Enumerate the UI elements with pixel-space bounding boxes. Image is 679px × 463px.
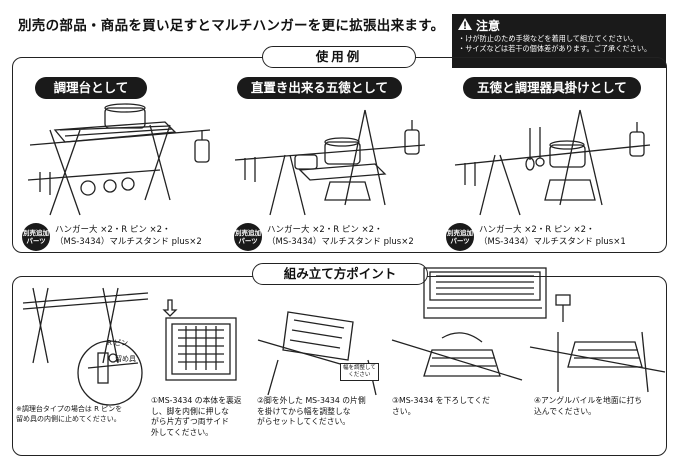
width-adjust-label: 幅を調整して ください	[340, 363, 379, 381]
usage-section-title-3: 五徳と調理器具掛けとして	[463, 77, 641, 99]
assembly-note: ※調理台タイプの場合は R ピンを 留め具の内側に止めてください。	[16, 405, 123, 423]
step1-illustration	[162, 299, 237, 381]
step3-illustration	[391, 332, 523, 381]
trivet-hanger-illustration	[454, 109, 651, 216]
step4-illustration	[529, 294, 666, 393]
assembly-step-4: ④アングルバイルを地面に打ち 込んでください。	[534, 396, 643, 416]
assembly-step-2: ②脚を外した MS-3434 の片側 を掛けてから幅を調整しな がらセットしてく…	[257, 396, 366, 426]
usage-section-title-1: 調理台として	[35, 77, 147, 99]
clasp-label: 留め具	[115, 355, 136, 363]
leg-detail-illustration	[22, 287, 149, 406]
optional-parts-badge-3: 別売追加パーツ	[446, 223, 474, 251]
assembly-step-3: ③MS-3434 を下ろしてくだ さい。	[392, 396, 490, 416]
trivet-illustration	[234, 109, 426, 216]
caution-line-2: ・サイズなどは若干の個体差があります。ご了承ください。	[458, 44, 652, 53]
usage-section-title-2: 直置き出来る五徳として	[237, 77, 402, 99]
caution-line-1: ・けが防止のため手袋などを着用して組立てください。	[458, 34, 638, 43]
optional-parts-badge-1: 別売追加パーツ	[22, 223, 50, 251]
warning-icon	[458, 18, 472, 33]
cooking-table-illustration	[27, 103, 211, 216]
headline: 別売の部品・商品を買い足すとマルチハンガーを更に拡張出来ます。	[18, 18, 445, 34]
caution-box: 注意 ・けが防止のため手袋などを着用して組立てください。 ・サイズなどは若干の個…	[452, 14, 666, 68]
usage-parts-1: ハンガー大 ×2・R ピン ×2・ （MS-3434）マルチスタンド plus×…	[55, 225, 202, 247]
assembly-title: 組み立て方ポイント	[252, 263, 428, 285]
r-pin-label: R ピン	[107, 339, 129, 347]
usage-title: 使用例	[262, 46, 416, 68]
usage-parts-2: ハンガー大 ×2・R ピン ×2・ （MS-3434）マルチスタンド plus×…	[267, 225, 414, 247]
optional-parts-badge-2: 別売追加パーツ	[234, 223, 262, 251]
usage-parts-3: ハンガー大 ×2・R ピン ×2・ （MS-3434）マルチスタンド plus×…	[479, 225, 626, 247]
assembly-step-1: ①MS-3434 の本体を裏返 し、脚を内側に押しな がら片方ずつ両サイド 外し…	[151, 396, 242, 437]
caution-title: 注意	[476, 19, 501, 33]
step3-zoom-illustration	[423, 267, 547, 319]
